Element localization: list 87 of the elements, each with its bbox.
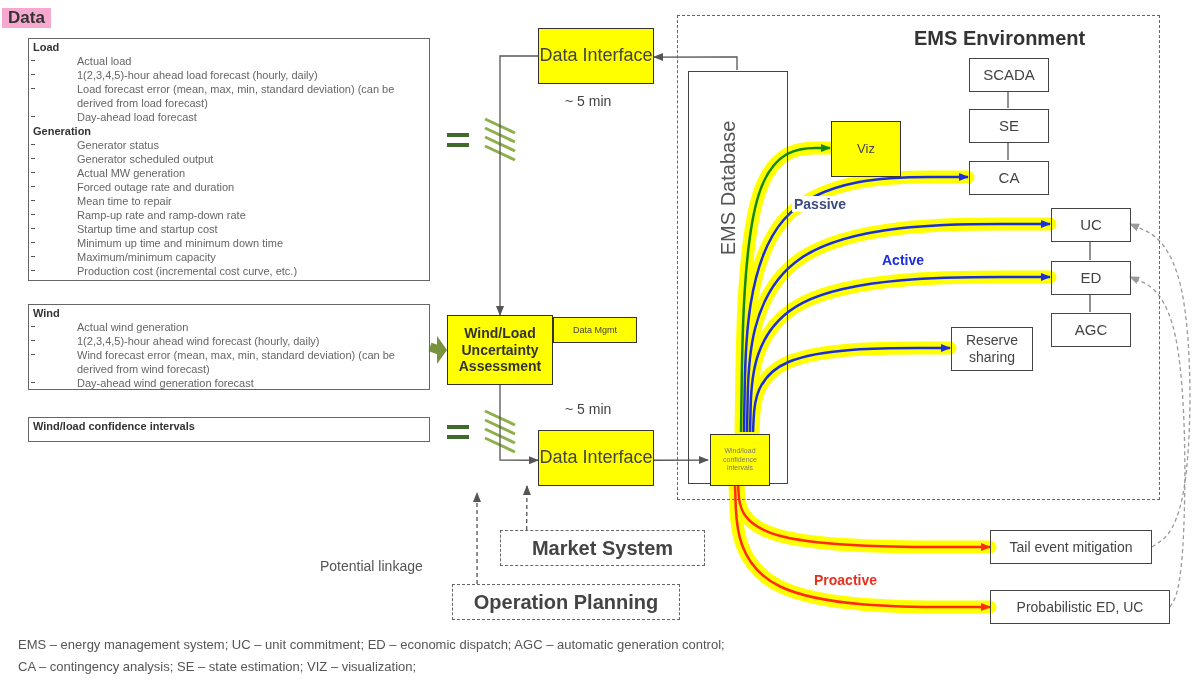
data-list-box [28, 38, 430, 281]
node-label: AGC [1074, 321, 1108, 339]
node-label: Data Interface [539, 45, 653, 67]
process-box [969, 109, 1049, 143]
process-box [831, 121, 901, 177]
connector-line [1007, 90, 1009, 109]
duration-label: ~ 5 min [565, 401, 612, 417]
highlighted-arrow [742, 173, 969, 433]
process-box [1051, 313, 1131, 347]
list-item: Day-ahead wind generation forecast [33, 376, 407, 390]
node-label: Data Interface [539, 447, 653, 469]
highlighted-arrow [745, 220, 1051, 433]
section-heading: Generation [33, 124, 92, 138]
footnote: CA – contingency analysis; SE – state estimation; VIZ – visualization; [18, 659, 417, 674]
node-label: Operation Planning [473, 590, 659, 614]
process-box [990, 590, 1170, 624]
arrow [653, 53, 738, 71]
node-label: ED [1080, 269, 1102, 287]
assessment-box [447, 315, 553, 385]
process-box [1051, 208, 1131, 242]
node-label: SE [999, 117, 1019, 135]
connector-line [1089, 240, 1091, 261]
note-box [553, 317, 637, 343]
list-item: Mean time to repair [33, 194, 407, 208]
list-item: Forced outage rate and duration [33, 180, 407, 194]
list-item: Startup time and startup cost [33, 222, 407, 236]
footnote: EMS – energy management system; UC – unit commitment; ED – economic dispatch; AGC – automatic generation control; [18, 637, 725, 652]
node-label: EMS Database [716, 120, 741, 256]
process-box [969, 161, 1049, 195]
node-label: Tail event mitigation [1009, 538, 1133, 556]
node-label: UC [1080, 216, 1102, 234]
arrow [1129, 223, 1191, 548]
connector-line [1089, 293, 1091, 313]
highlighted-arrow [751, 344, 951, 433]
list-item: Generator scheduled output [33, 152, 407, 166]
heading: Data [2, 8, 51, 28]
arrow [1129, 276, 1186, 608]
list-item: Actual wind generation [33, 320, 407, 334]
list-item: Maximum/minimum capacity [33, 250, 407, 264]
system-box [500, 530, 705, 566]
list-item: 1(2,3,4,5)-hour ahead wind forecast (hourly, daily) [33, 334, 407, 348]
annotation: Potential linkage [320, 558, 423, 574]
arrow [473, 492, 481, 585]
list-item: Day-ahead load forecast [33, 110, 407, 124]
list-item: Actual load [33, 54, 407, 68]
node-label: EMS Environment [914, 26, 1086, 50]
node-label: CA [998, 169, 1020, 187]
arrow [428, 336, 447, 364]
process-box [990, 530, 1152, 564]
arrow [653, 456, 709, 465]
list-item: 1(2,3,4,5)-hour ahead load forecast (hourly, daily) [33, 68, 407, 82]
node-label: SCADA [983, 66, 1035, 84]
node-label: Reserve sharing [964, 332, 1020, 366]
process-box [969, 58, 1049, 92]
node-label: Wind/Load Uncertainty Assessment [457, 324, 543, 376]
list-item: Wind forecast error (mean, max, min, standard deviation) (can be derived from wind forecast) [33, 348, 407, 376]
database-box [688, 71, 788, 484]
process-box [1051, 261, 1131, 295]
data-box [710, 434, 770, 486]
list-item: Generator status [33, 138, 407, 152]
node-label: Probabilistic ED, UC [1016, 598, 1144, 616]
section-heading: Wind/load confidence intervals [33, 419, 195, 433]
list-item: Load forecast error (mean, max, min, standard deviation) (can be derived from load forecast) [33, 82, 407, 110]
section-heading: Load [33, 40, 60, 54]
edge-label: Passive [792, 196, 849, 212]
connector-line [1007, 141, 1009, 161]
highlighted-arrow [748, 273, 1051, 433]
system-box [452, 584, 680, 620]
data-list-box [28, 304, 430, 390]
arrow [522, 485, 531, 531]
process-box [951, 327, 1033, 371]
list-item: Ramp-up rate and ramp-down rate [33, 208, 407, 222]
duration-label: ~ 5 min [565, 93, 612, 109]
list-item: Production cost (incremental cost curve, etc.) [33, 264, 407, 278]
data-list-box [28, 417, 430, 442]
edge-label: Active [880, 252, 927, 268]
edge-label: Proactive [812, 572, 880, 588]
section-heading: Wind [33, 306, 60, 320]
node-label: Data Mgmt [573, 324, 617, 336]
list-item: Minimum up time and minimum down time [33, 236, 407, 250]
environment-panel [677, 15, 1160, 500]
list-item: Actual MW generation [33, 166, 407, 180]
arrow [496, 55, 539, 316]
node-label: Market System [531, 536, 674, 560]
arrow [499, 384, 539, 465]
highlighted-arrow [739, 144, 831, 432]
node-label: Viz [857, 141, 875, 157]
